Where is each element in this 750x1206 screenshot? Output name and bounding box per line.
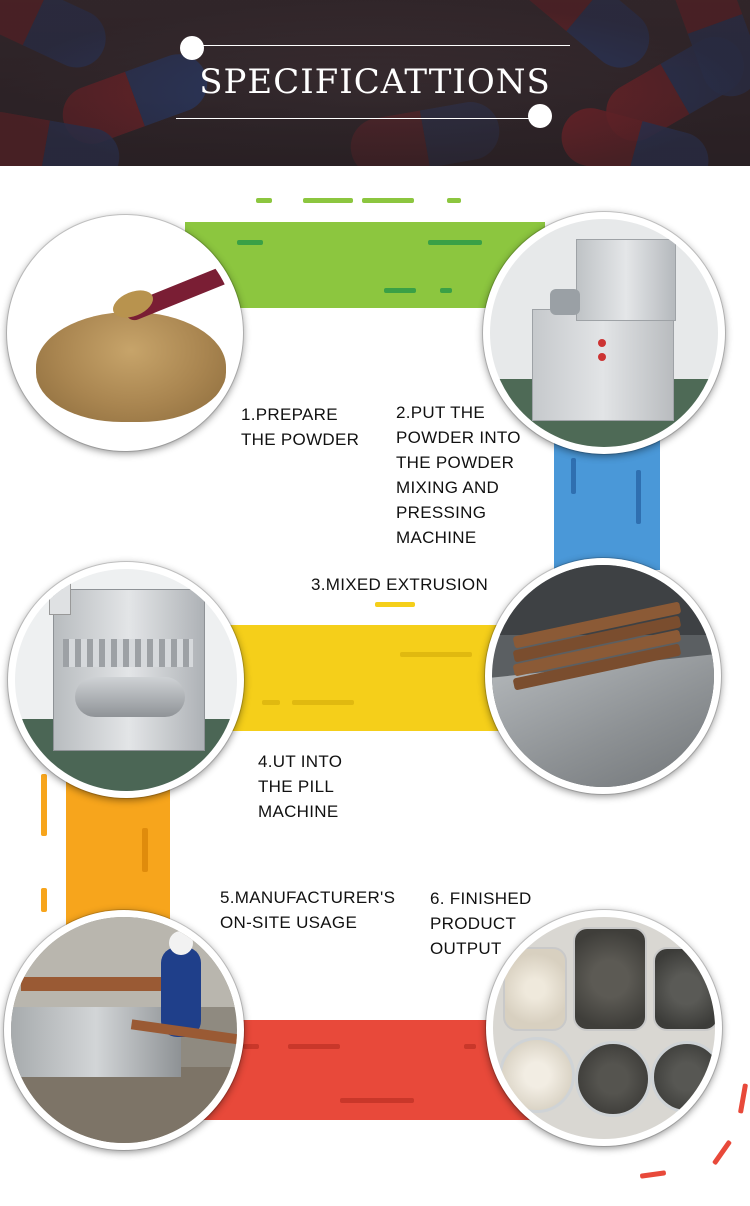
step-6-label: 6. FINISHED PRODUCT OUTPUT (430, 889, 532, 958)
pill-machine-photo (8, 562, 244, 798)
page-title: SPECIFICATTIONS (199, 62, 551, 102)
flow-bar-orange (66, 780, 170, 930)
flow-bar-yellow (200, 625, 520, 731)
factory-usage-photo (4, 910, 244, 1150)
deco-dot-right (528, 104, 552, 128)
flow-bar-green (185, 222, 545, 308)
step-1-label: 1.PREPARE THE POWDER (241, 405, 360, 449)
step-5-label: 5.MANUFACTURER'S ON-SITE USAGE (220, 888, 396, 932)
powder-photo (7, 215, 243, 451)
mixing-machine-photo (483, 212, 725, 454)
deco-line-top (190, 45, 570, 46)
step-4-label: 4.UT INTO THE PILL MACHINE (258, 752, 343, 821)
deco-dot-left (180, 36, 204, 60)
deco-line-bottom (176, 118, 536, 119)
finished-product-photo (486, 910, 722, 1146)
extrusion-photo (485, 558, 721, 794)
step-3-label: 3.MIXED EXTRUSION (311, 575, 489, 594)
header-banner: SPECIFICATTIONS (0, 0, 750, 166)
step-2-label: 2.PUT THE POWDER INTO THE POWDER MIXING … (396, 403, 521, 547)
